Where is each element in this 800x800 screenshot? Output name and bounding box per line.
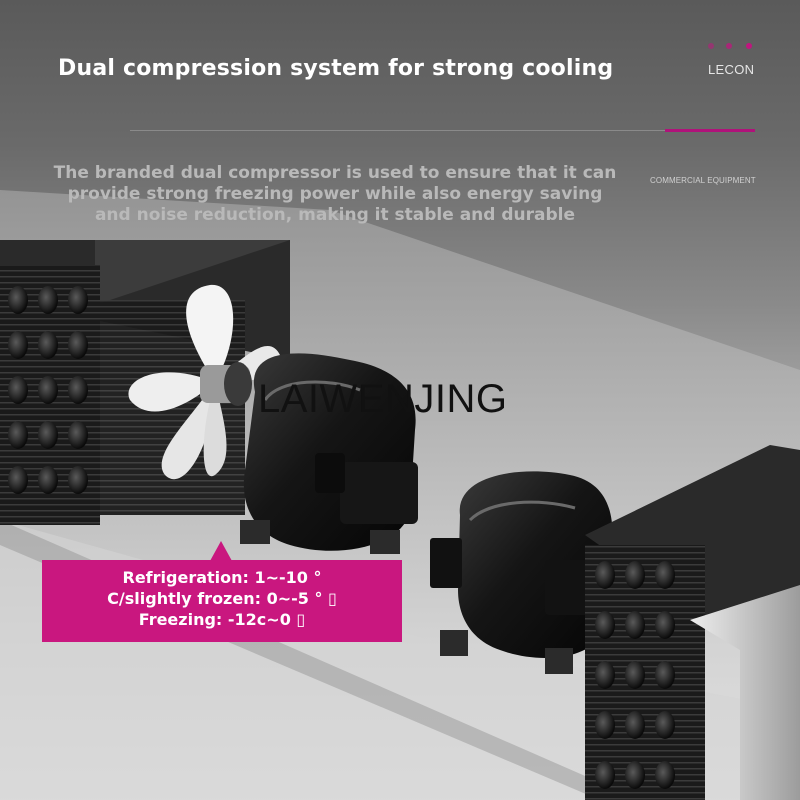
watermark: LAIWENJING [258, 377, 508, 421]
compressor-icon [240, 353, 418, 554]
side-label: COMMERCIAL EQUIPMENT [650, 176, 756, 185]
headline: Dual compression system for strong cooli… [58, 56, 614, 81]
compressor-icon [430, 471, 613, 674]
spec-line-freezing: Freezing: -12c~0 ▯ [138, 610, 306, 629]
decorative-dots-icon [708, 43, 754, 51]
brand-label: LECON [708, 62, 755, 77]
description: The branded dual compressor is used to e… [40, 163, 630, 226]
divider-accent [665, 129, 755, 132]
description-line: The branded dual compressor is used to e… [53, 163, 617, 183]
spec-line-slightly-frozen: C/slightly frozen: 0~-5 ° ▯ [107, 589, 337, 608]
spec-line-refrigeration: Refrigeration: 1~-10 ° [122, 568, 322, 587]
callout-pointer-icon [210, 541, 232, 561]
temperature-spec-callout: Refrigeration: 1~-10 ° C/slightly frozen… [42, 560, 402, 642]
description-line: and noise reduction, making it stable an… [94, 205, 576, 225]
condenser-icon [585, 445, 800, 800]
divider [130, 130, 755, 131]
fan-icon [128, 284, 281, 480]
description-line: provide strong freezing power while also… [67, 184, 603, 204]
